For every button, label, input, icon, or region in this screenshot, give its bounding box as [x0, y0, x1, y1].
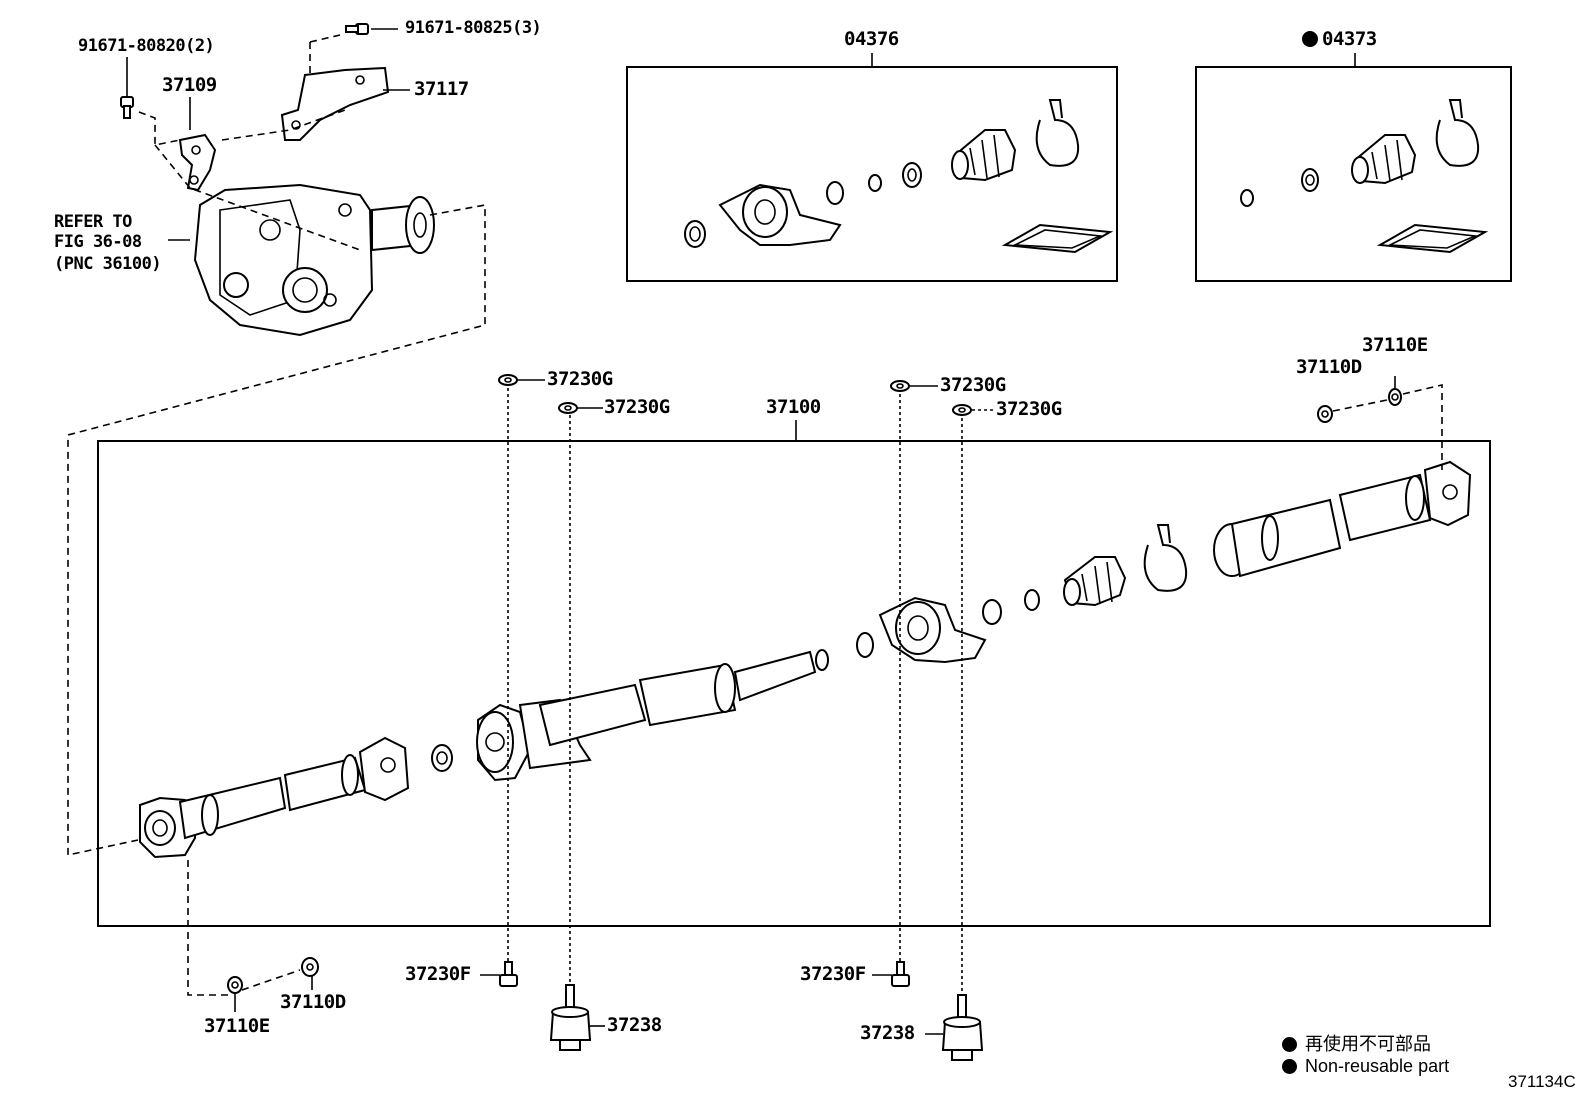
label-refer-line2: FIG 36-08: [54, 232, 142, 252]
label-37230G-1: 37230G: [547, 368, 613, 390]
label-37110E-top: 37110E: [1362, 334, 1428, 356]
washer-37110E-top-drawing: [1388, 388, 1402, 406]
label-37230G-3: 37230G: [940, 374, 1006, 396]
label-37117: 37117: [414, 78, 469, 100]
washer-37230G-2-drawing: [558, 402, 578, 414]
bullet-icon: [1282, 1037, 1297, 1052]
label-refer-line3: (PNC 36100): [54, 254, 162, 274]
bullet-icon: [1282, 1059, 1297, 1074]
washer-37230G-3-drawing: [890, 380, 910, 392]
coupling-washer: [431, 744, 453, 772]
kit-04376-parts: [684, 99, 1114, 254]
label-kit-04376: 04376: [844, 28, 899, 50]
center-bearing-rear: [856, 524, 1188, 664]
label-37230G-2: 37230G: [604, 396, 670, 418]
label-37230G-4: 37230G: [996, 398, 1062, 420]
bolt-91671-80820-drawing: [120, 96, 134, 119]
front-shaft: [139, 736, 410, 859]
nut-37110D-bottom-drawing: [301, 957, 319, 977]
label-kit-04373: 04373: [1302, 30, 1377, 49]
plate-37117-drawing: [280, 66, 390, 141]
label-37230F-1: 37230F: [405, 963, 471, 985]
intermediate-shaft: [476, 649, 829, 782]
label-kit-04373-text: 04373: [1322, 28, 1377, 50]
label-37110D-top: 37110D: [1296, 356, 1362, 378]
label-refer-line1: REFER TO: [54, 212, 132, 232]
non-reusable-dot-icon: [1302, 31, 1318, 47]
label-91671-80825: 91671-80825(3): [405, 18, 542, 38]
label-37230F-2: 37230F: [800, 963, 866, 985]
mount-37238-2-drawing: [941, 994, 984, 1061]
label-37109: 37109: [162, 74, 217, 96]
differential-carrier: [193, 183, 435, 337]
label-91671-80820: 91671-80820(2): [78, 36, 215, 56]
kit-04373-parts: [1240, 99, 1489, 254]
assembly-37100-box: [97, 440, 1491, 927]
bracket-37109-drawing: [178, 133, 217, 192]
bolt-91671-80825-drawing: [345, 23, 369, 35]
label-37110E-bottom: 37110E: [204, 1015, 270, 1037]
washer-37230G-4-drawing: [952, 404, 972, 416]
kit-04373-box: [1195, 66, 1512, 282]
bolt-37230F-2-drawing: [891, 961, 910, 987]
bolt-37230F-1-drawing: [499, 961, 518, 987]
label-37238-2: 37238: [860, 1022, 915, 1044]
diagram-code: 371134C: [1508, 1072, 1576, 1091]
rear-shaft: [1213, 460, 1472, 578]
legend-jp-text: 再使用不可部品: [1305, 1034, 1431, 1054]
label-37100: 37100: [766, 396, 821, 418]
label-37238-1: 37238: [607, 1014, 662, 1036]
nut-37110D-top-drawing: [1317, 405, 1333, 423]
washer-37110E-bottom-drawing: [227, 976, 243, 994]
label-37110D-bottom: 37110D: [280, 991, 346, 1013]
legend-jp: 再使用不可部品: [1282, 1030, 1431, 1056]
legend-en: Non-reusable part: [1282, 1056, 1449, 1077]
washer-37230G-1-drawing: [498, 374, 518, 386]
legend-en-text: Non-reusable part: [1305, 1056, 1450, 1076]
mount-37238-1-drawing: [549, 984, 592, 1051]
